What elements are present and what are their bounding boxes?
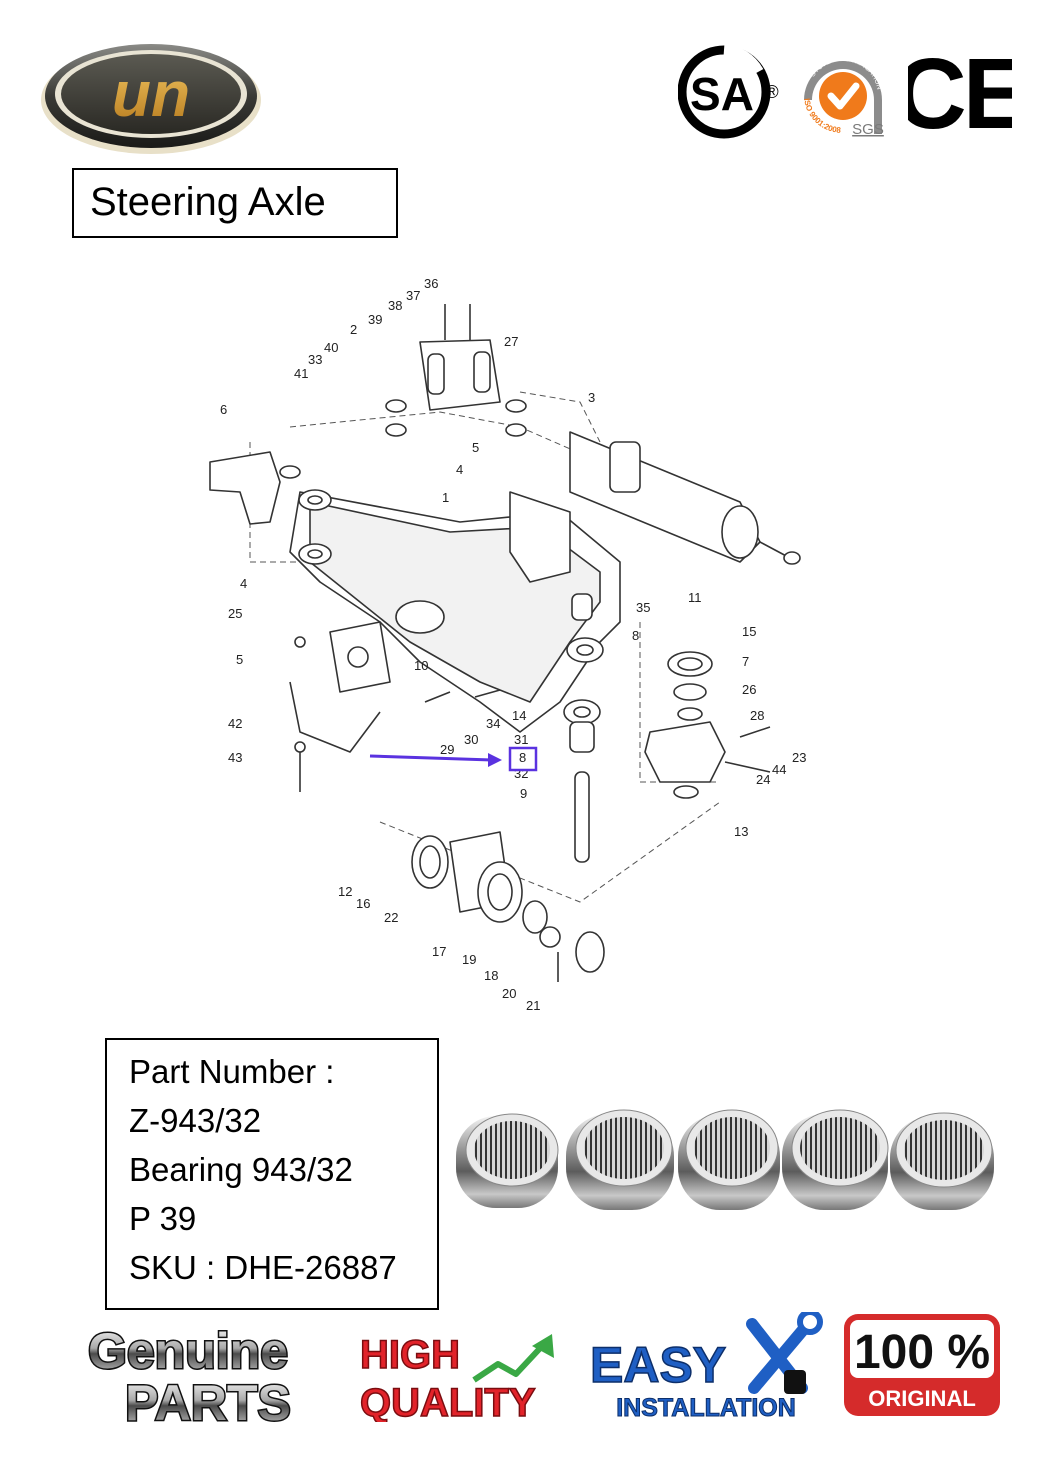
csa-mark-icon: SA ®	[678, 44, 779, 139]
callout: 12	[338, 884, 352, 899]
callout: 39	[368, 312, 382, 327]
trend-up-icon	[472, 1341, 547, 1383]
quality-text: QUALITY	[360, 1381, 536, 1422]
callout: 7	[742, 654, 749, 669]
high-text: HIGH	[360, 1333, 460, 1377]
callout: 28	[750, 708, 764, 723]
callout: 25	[228, 606, 242, 621]
logo-text: un	[112, 58, 190, 130]
callout: 5	[472, 440, 479, 455]
callout: 8	[632, 628, 639, 643]
bearing-item	[890, 1112, 994, 1210]
genuine-parts-badge: Genuine PARTS	[86, 1322, 292, 1426]
highlight-arrow	[369, 754, 493, 762]
callout: 42	[228, 716, 242, 731]
callout: 20	[502, 986, 516, 1001]
callout: 31	[514, 732, 528, 747]
original-text: ORIGINAL	[868, 1386, 976, 1411]
callout: 9	[520, 786, 527, 801]
bearing-item	[678, 1109, 780, 1210]
callout: 32	[514, 766, 528, 781]
csa-letters: SA	[690, 68, 754, 120]
callout: 38	[388, 298, 402, 313]
bearing-item	[456, 1113, 559, 1208]
installation-text: INSTALLATION	[616, 1394, 796, 1422]
callout-highlighted: 8	[519, 750, 526, 765]
callout: 16	[356, 896, 370, 911]
callout: 10	[414, 658, 428, 673]
callout: 18	[484, 968, 498, 983]
callout: 41	[294, 366, 308, 381]
callout: 22	[384, 910, 398, 925]
part-position: P 39	[129, 1200, 197, 1237]
callout: 15	[742, 624, 756, 639]
callout: 6	[220, 402, 227, 417]
callout: 35	[636, 600, 650, 615]
diagram-parts	[209, 304, 801, 982]
callout: 1	[442, 490, 449, 505]
parts-text: PARTS	[125, 1375, 291, 1426]
callout: 27	[504, 334, 518, 349]
callout: 4	[456, 462, 463, 477]
part-description: Bearing 943/32	[129, 1151, 353, 1188]
bearings-photo	[456, 1109, 994, 1210]
callout: 11	[688, 590, 702, 605]
percent-text: 100 %	[854, 1326, 990, 1379]
callout: 37	[406, 288, 420, 303]
callout: 36	[424, 276, 438, 291]
part-number-value: Z-943/32	[129, 1102, 262, 1139]
original-badge: 100 % ORIGINAL	[844, 1314, 1000, 1416]
easy-text: EASY	[590, 1337, 726, 1393]
callout: 34	[486, 716, 500, 731]
part-sku: SKU : DHE-26887	[129, 1249, 397, 1286]
tools-icon	[746, 1312, 823, 1394]
bearing-item	[566, 1109, 674, 1210]
callout: 5	[236, 652, 243, 667]
callout: 44	[772, 762, 786, 777]
callout: 21	[526, 998, 540, 1013]
easy-installation-badge: EASY INSTALLATION	[589, 1312, 823, 1422]
part-info-box: Part Number : Z-943/32 Bearing 943/32 P …	[105, 1038, 439, 1310]
callout: 13	[734, 824, 748, 839]
callout: 43	[228, 750, 242, 765]
part-number-label: Part Number :	[129, 1053, 335, 1090]
trend-arrow-icon	[532, 1334, 554, 1358]
page-title: Steering Axle	[90, 180, 326, 224]
callout: 29	[440, 742, 454, 757]
callout: 14	[512, 708, 526, 723]
callout: 26	[742, 682, 756, 697]
callout: 24	[756, 772, 770, 787]
ce-letters: CE	[908, 44, 1012, 140]
highlight-box	[508, 746, 538, 772]
callout: 4	[240, 576, 247, 591]
csa-registered: ®	[765, 82, 778, 102]
title-box: Steering Axle	[72, 168, 398, 238]
ce-mark-icon: CE	[908, 44, 1012, 140]
callout: 23	[792, 750, 806, 765]
callout: 33	[308, 352, 322, 367]
brand-logo: un	[41, 44, 261, 154]
bearing-item	[782, 1109, 889, 1210]
high-quality-badge: HIGH QUALITY	[359, 1332, 554, 1422]
genuine-text: Genuine	[88, 1323, 288, 1379]
callout: 19	[462, 952, 476, 967]
steering-axle-exploded-diagram: 36 37 38 39 2 27 40 33 41 6 3 5 4 1 11 3…	[209, 276, 806, 1013]
callout: 3	[588, 390, 595, 405]
callout: 30	[464, 732, 478, 747]
arrow-head-icon	[488, 753, 502, 767]
callout: 17	[432, 944, 446, 959]
callout: 2	[350, 322, 357, 337]
sgs-iso-mark-icon: SYSTEM CERTIFICATION ISO 9001:2008 SGS	[802, 56, 884, 138]
callout: 40	[324, 340, 338, 355]
sgs-label: SGS	[852, 121, 884, 138]
